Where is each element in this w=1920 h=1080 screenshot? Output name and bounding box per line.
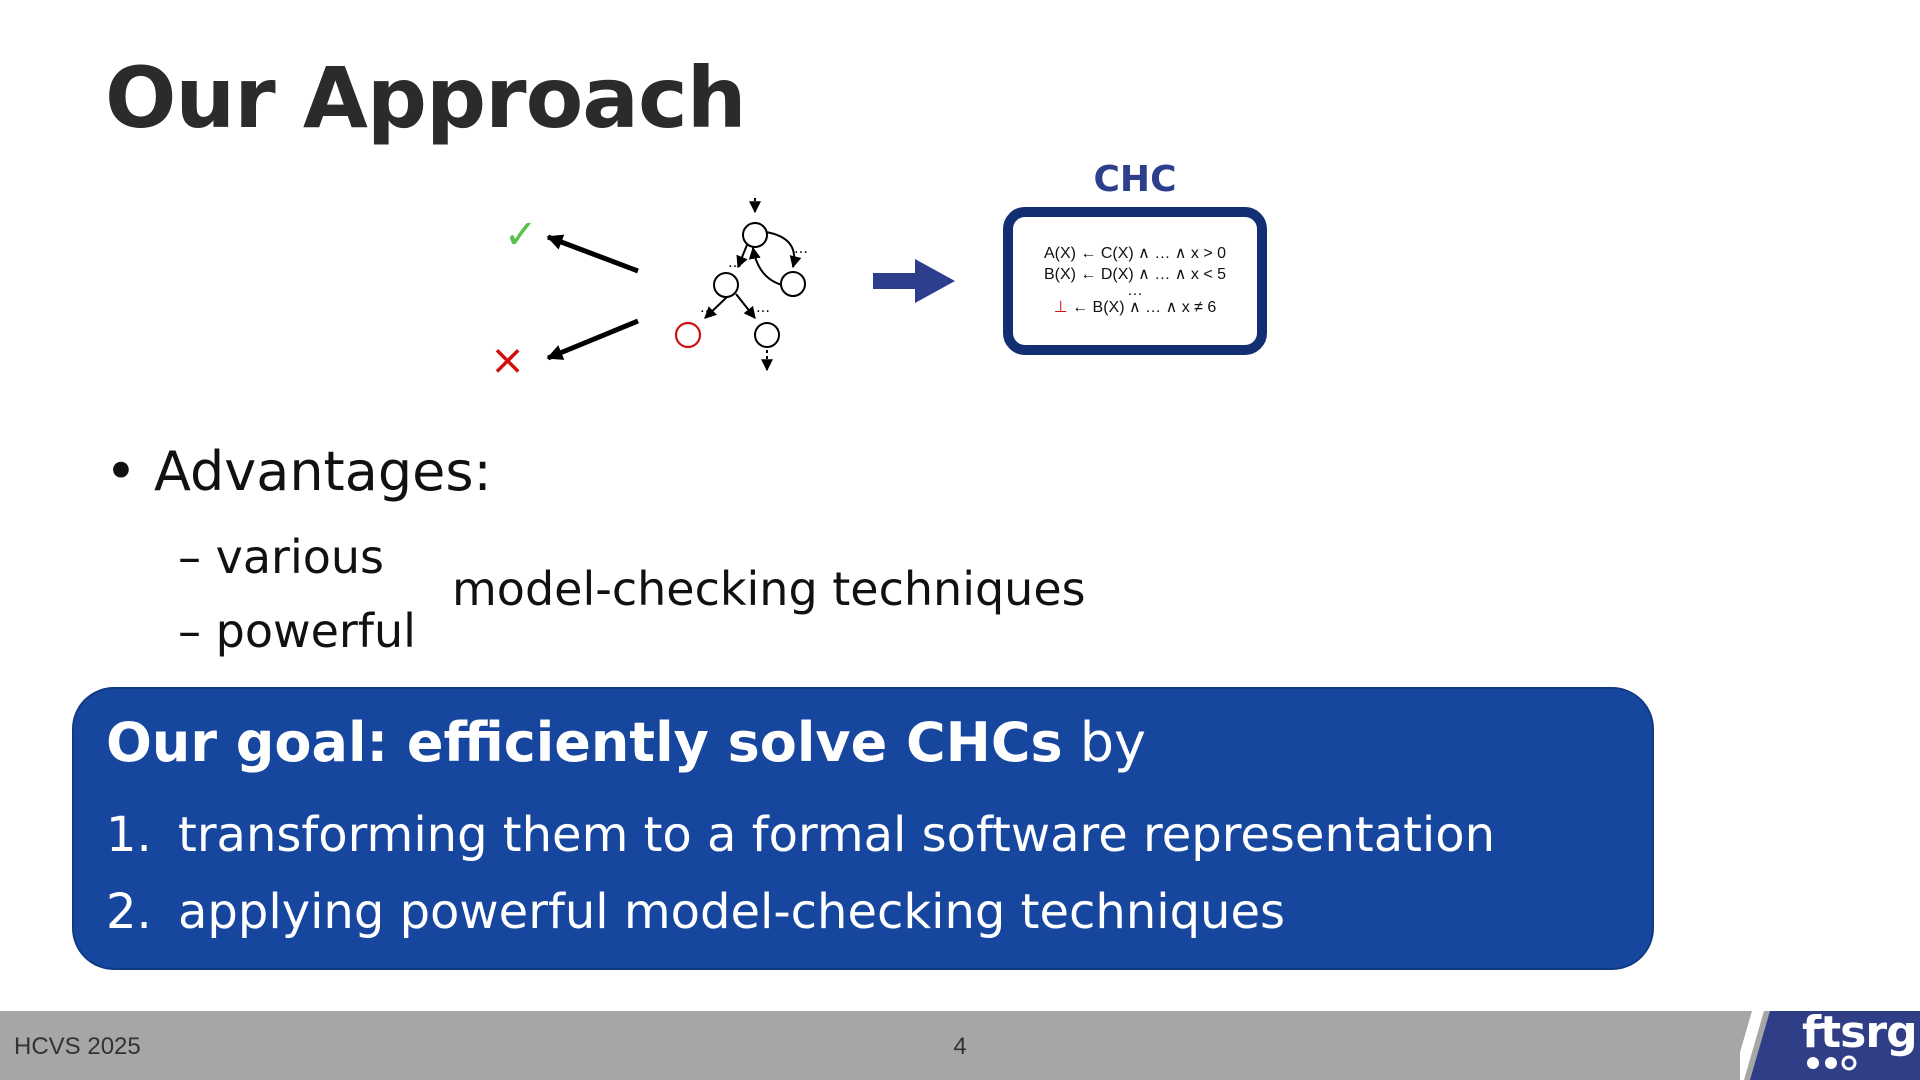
graph-node <box>754 322 780 348</box>
footer-bar: HCVS 2025 4 <box>0 1011 1920 1080</box>
goal-heading: Our goal: efficiently solve CHCs by <box>106 711 1146 776</box>
ftsrg-logo: ftsrg <box>1740 1007 1920 1080</box>
goal-step-number: 2. <box>106 884 152 940</box>
chc-clause: B(X) ← D(X) ∧ … ∧ x < 5 <box>1043 266 1227 283</box>
goal-step: 2. applying powerful model-checking techn… <box>106 884 1285 942</box>
footer-conference: HCVS 2025 <box>14 1033 141 1060</box>
chc-query-clause: ⊥ ← B(X) ∧ … ∧ x ≠ 6 <box>1013 297 1257 318</box>
chc-label: CHC <box>1093 159 1177 200</box>
ellipsis-label: … <box>756 300 770 316</box>
graph-node <box>713 272 739 298</box>
advantage-shared-suffix: model-checking techniques <box>452 562 1086 616</box>
diagram-graphics: ✓ × … … … … <box>490 198 955 384</box>
arrow-to-check <box>546 234 639 274</box>
advantages-heading: • Advantages: <box>105 440 492 503</box>
chc-clause-ellipsis: … <box>1127 282 1143 299</box>
arrow-right-icon <box>873 259 955 303</box>
chc-clause: A(X) ← C(X) ∧ … ∧ x > 0 <box>1043 245 1227 262</box>
graph-node <box>780 271 806 297</box>
cross-icon: × <box>490 335 525 384</box>
goal-heading-rest: by <box>1062 711 1147 774</box>
slide-title: Our Approach <box>105 49 747 147</box>
goal-step-number: 1. <box>106 807 152 863</box>
bottom-symbol: ⊥ <box>1053 299 1068 316</box>
ellipsis-label: … <box>700 300 714 316</box>
ellipsis-label: … <box>794 241 808 257</box>
goal-box: Our goal: efficiently solve CHCs by 1. tr… <box>72 687 1654 970</box>
goal-step-text: transforming them to a formal software r… <box>178 807 1496 863</box>
approach-diagram: ✓ × … … … … <box>470 160 1290 390</box>
chc-query-body: ← B(X) ∧ … ∧ x ≠ 6 <box>1067 299 1217 316</box>
ellipsis-label: … <box>728 255 742 271</box>
goal-step: 1. transforming them to a formal software… <box>106 807 1495 865</box>
arrow-to-cross <box>546 318 639 361</box>
goal-heading-strong: Our goal: efficiently solve CHCs <box>106 711 1063 774</box>
advantage-item: – various <box>178 530 384 584</box>
page-number: 4 <box>953 1033 967 1060</box>
graph-node <box>742 222 768 248</box>
goal-step-text: applying powerful model-checking techniq… <box>178 884 1285 940</box>
advantage-item: – powerful <box>178 604 416 658</box>
logo-shape <box>1740 1011 1920 1080</box>
cfa-graph <box>674 198 806 372</box>
logo-wordmark: ftsrg <box>1802 1007 1918 1058</box>
chc-box: A(X) ← C(X) ∧ … ∧ x > 0 B(X) ← D(X) ∧ … … <box>1003 207 1267 355</box>
check-icon: ✓ <box>504 212 538 258</box>
error-node <box>674 321 702 349</box>
